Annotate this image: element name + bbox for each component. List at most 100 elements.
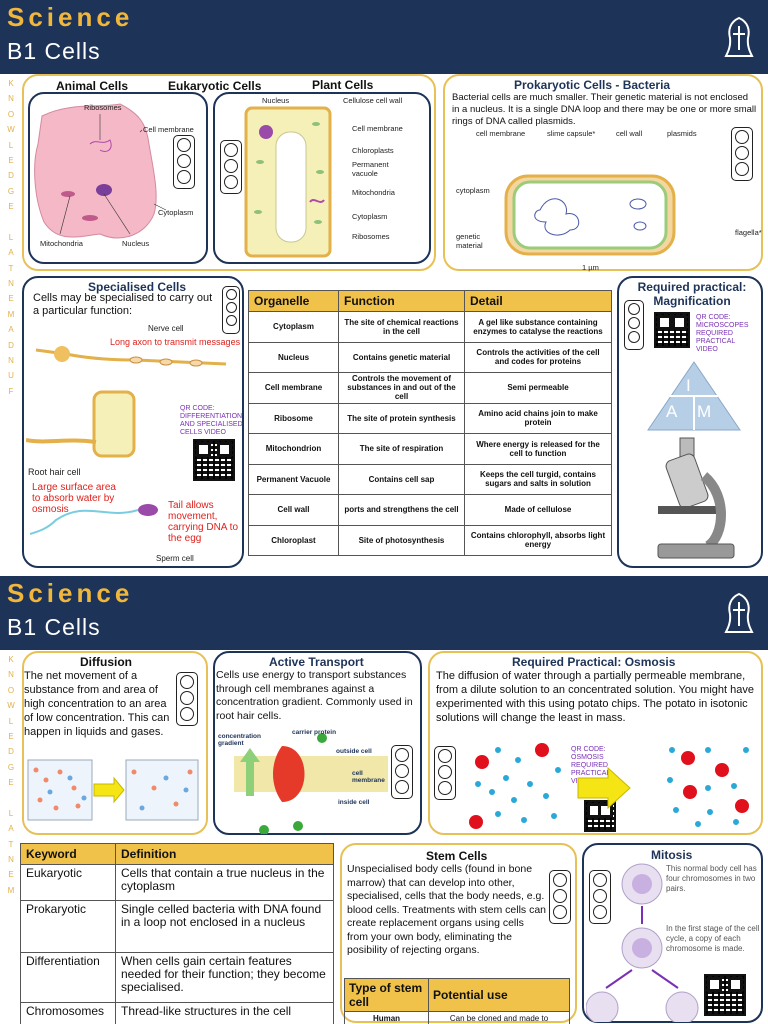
animal-label-ribosomes: Ribosomes xyxy=(84,103,122,112)
animal-label-nucleus: Nucleus xyxy=(122,239,150,248)
animal-cells-title: Animal Cells xyxy=(56,79,129,93)
organelle-cell: The site of respiration xyxy=(338,433,465,465)
plant-label-cell-wall: Cellulose cell wall xyxy=(343,96,403,105)
organelle-cell: Controls the activities of the cell and … xyxy=(464,341,612,373)
prokaryotic-text: Bacterial cells are much smaller. Their … xyxy=(452,92,757,127)
sperm-cell-label: Sperm cell xyxy=(156,554,194,563)
bacteria-label-wall: cell wall xyxy=(616,129,643,138)
animal-cell-diagram xyxy=(34,103,167,239)
page2-header: Science B1 Cells xyxy=(0,576,768,650)
organelle-cell: Site of photosynthesis xyxy=(338,524,465,556)
mitosis-step-2: In the first stage of the cell cycle, a … xyxy=(666,924,760,953)
organelle-cell: Cytoplasm xyxy=(248,311,339,343)
stem-row-use: Can be cloned and made to xyxy=(428,1011,570,1024)
traffic-light-stem[interactable] xyxy=(549,870,571,924)
organelle-cell: Semi permeable xyxy=(464,372,612,404)
stem-header-0: Type of stem cell xyxy=(344,978,429,1012)
traffic-light-prokaryotic[interactable] xyxy=(731,127,753,181)
diffusion-text: The net movement of a substance from and… xyxy=(24,670,170,738)
organelle-cell: Controls the movement of substances in a… xyxy=(338,372,465,404)
bacteria-label-capsule: slime capsule* xyxy=(547,129,596,138)
mitosis-qr-code[interactable] xyxy=(704,974,746,1016)
active-label-inside: inside cell xyxy=(338,799,370,806)
triangle-letter-m: M xyxy=(697,402,712,421)
traffic-light-specialised[interactable] xyxy=(222,286,240,334)
mitosis-step-1: This normal body cell has four chromosom… xyxy=(666,864,757,893)
diffusion-title: Diffusion xyxy=(80,655,132,669)
animal-label-mitochondria: Mitochondria xyxy=(40,239,83,248)
bacteria-label-membrane: cell membrane xyxy=(476,129,526,138)
school-crest-icon xyxy=(724,16,754,57)
organelle-cell: Keeps the cell turgid, contains sugars a… xyxy=(464,463,612,495)
bacteria-scale: 1 µm xyxy=(582,263,599,272)
mitosis-title: Mitosis xyxy=(651,848,693,862)
traffic-light-practical[interactable] xyxy=(624,300,644,350)
keyword-header-1: Definition xyxy=(115,843,334,865)
plant-cell-diagram xyxy=(244,106,332,258)
organelle-cell: Permanent Vacuole xyxy=(248,463,339,495)
practical-qr-note: QR CODE: MICROSCOPES REQUIRED PRACTICAL … xyxy=(696,314,749,353)
traffic-light-animal[interactable] xyxy=(173,135,195,189)
osmosis-title: Required Practical: Osmosis xyxy=(512,655,676,669)
organelle-cell: A gel like substance containing enzymes … xyxy=(464,311,612,343)
plant-cells-title: Plant Cells xyxy=(312,78,374,92)
active-transport-title: Active Transport xyxy=(269,655,364,669)
specialised-title: Specialised Cells xyxy=(88,280,187,294)
active-label-membrane: cell membrane xyxy=(352,770,385,784)
active-label-carrier: carrier protein xyxy=(292,729,337,736)
traffic-light-diffusion[interactable] xyxy=(176,672,198,726)
triangle-letter-a: A xyxy=(666,402,678,421)
osmosis-text: The diffusion of water through a partial… xyxy=(436,670,754,724)
organelle-cell: The site of protein synthesis xyxy=(338,402,465,434)
traffic-light-active[interactable] xyxy=(391,745,413,799)
topic-title-2: B1 Cells xyxy=(7,614,101,640)
keyword-term: Prokaryotic xyxy=(20,900,116,953)
plant-label-chloroplasts: Chloroplasts xyxy=(352,146,394,155)
active-label-gradient: concentration gradient xyxy=(218,733,261,747)
plant-label-mitochondria: Mitochondria xyxy=(352,188,395,197)
stem-cell-table: Type of stem cell Potential use Human Ca… xyxy=(344,978,570,1024)
practical-qr-code[interactable] xyxy=(654,312,690,348)
plant-label-cell-membrane: Cell membrane xyxy=(352,124,403,133)
keyword-term: Chromosomes xyxy=(20,1002,116,1024)
subject-title: Science xyxy=(7,2,134,32)
organelle-cell: Chloroplast xyxy=(248,524,339,556)
magnification-triangle xyxy=(647,361,741,431)
practical-title: Required practical: Magnification xyxy=(637,280,747,308)
keyword-term: Eukaryotic xyxy=(20,864,116,901)
traffic-light-osmosis[interactable] xyxy=(434,746,456,800)
organelle-cell: Ribosome xyxy=(248,402,339,434)
specialised-intro: Cells may be specialised to carry out a … xyxy=(33,292,213,317)
diffusion-diagram xyxy=(27,759,199,821)
stem-cells-text: Unspecialised body cells (found in bone … xyxy=(347,863,546,956)
traffic-light-plant[interactable] xyxy=(220,140,242,194)
organelle-cell: Contains chlorophyll, absorbs light ener… xyxy=(464,524,612,556)
active-label-outside: outside cell xyxy=(336,748,372,755)
organelle-cell: Contains cell sap xyxy=(338,463,465,495)
page1-header: Science B1 Cells xyxy=(0,0,768,74)
microscope-icon xyxy=(657,437,735,559)
active-transport-diagram xyxy=(234,733,388,834)
mitosis-diagram xyxy=(586,863,699,1022)
animal-label-cytoplasm: Cytoplasm xyxy=(158,208,194,217)
keyword-definition: Single celled bacteria with DNA found in… xyxy=(115,900,334,953)
bacteria-label-flagella: flagella* xyxy=(735,228,762,237)
specialised-qr-code[interactable] xyxy=(193,439,235,481)
topic-title: B1 Cells xyxy=(7,38,101,64)
eukaryotic-cells-title: Eukaryotic Cells xyxy=(168,79,262,93)
organelle-cell: Nucleus xyxy=(248,341,339,373)
prokaryotic-title: Prokaryotic Cells - Bacteria xyxy=(514,78,671,92)
organelle-cell: Where energy is released for the cell to… xyxy=(464,433,612,465)
organelle-header-0: Organelle xyxy=(248,290,339,312)
traffic-light-mitosis[interactable] xyxy=(589,870,611,924)
animal-label-cell-membrane: Cell membrane xyxy=(143,125,194,134)
stem-cells-title: Stem Cells xyxy=(426,849,488,863)
plant-label-nucleus: Nucleus xyxy=(262,96,290,105)
